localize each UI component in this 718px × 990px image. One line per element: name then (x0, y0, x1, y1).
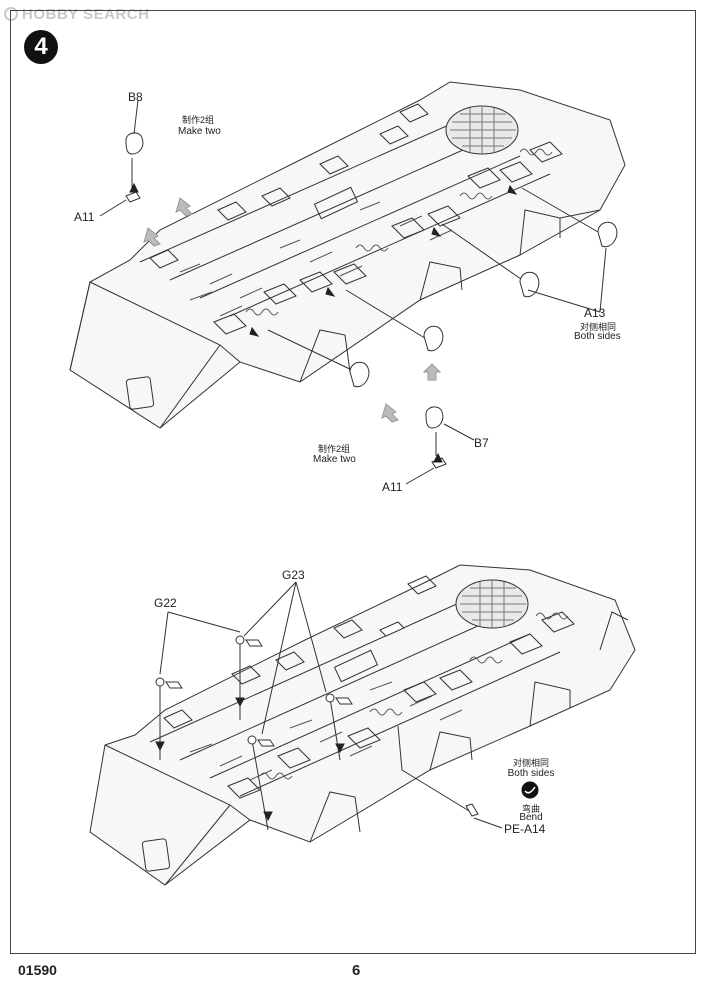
part-label-g22: G22 (154, 596, 177, 610)
bend-cn-label: 弯曲 (521, 804, 540, 814)
make-two-en-label-2: Make two (313, 454, 356, 465)
make-two-cn-label-2: 制作2组 (318, 444, 351, 454)
part-label-g23: G23 (282, 568, 305, 582)
both-sides-en-label-top: Both sides (574, 331, 621, 342)
bend-icon (521, 781, 539, 799)
part-label-b8: B8 (128, 90, 143, 104)
make-two-en-label: Make two (178, 126, 221, 137)
part-label-pe-a14: PE-A14 (504, 822, 546, 836)
part-label-b7: B7 (474, 436, 489, 450)
both-sides-cn-label-bottom: 对侧相同 (512, 758, 549, 768)
watermark-logo: HOBBY SEARCH (4, 4, 149, 24)
install-arrows-bottom (155, 697, 345, 822)
both-sides-cn-label-top: 对侧相同 (580, 322, 617, 332)
direction-arrows-top (143, 197, 442, 423)
make-two-cn-label: 制作2组 (182, 115, 215, 125)
bottom-hull-drawing (89, 564, 636, 886)
product-code: 01590 (18, 962, 57, 978)
hobby-search-logo-icon (4, 7, 18, 21)
bend-en-label: Bend (519, 812, 543, 823)
part-label-a11-top: A11 (74, 210, 95, 224)
top-hull-drawing (69, 81, 626, 485)
part-label-a11-bottom: A11 (382, 480, 403, 494)
both-sides-en-label-bottom: Both sides (507, 768, 555, 779)
page-number: 6 (352, 962, 361, 979)
part-label-a13: A13 (584, 306, 606, 320)
watermark-text: HOBBY SEARCH (22, 5, 150, 23)
install-arrows-top (129, 182, 518, 463)
page-border (10, 10, 696, 954)
step-number-badge: 4 (24, 30, 58, 64)
